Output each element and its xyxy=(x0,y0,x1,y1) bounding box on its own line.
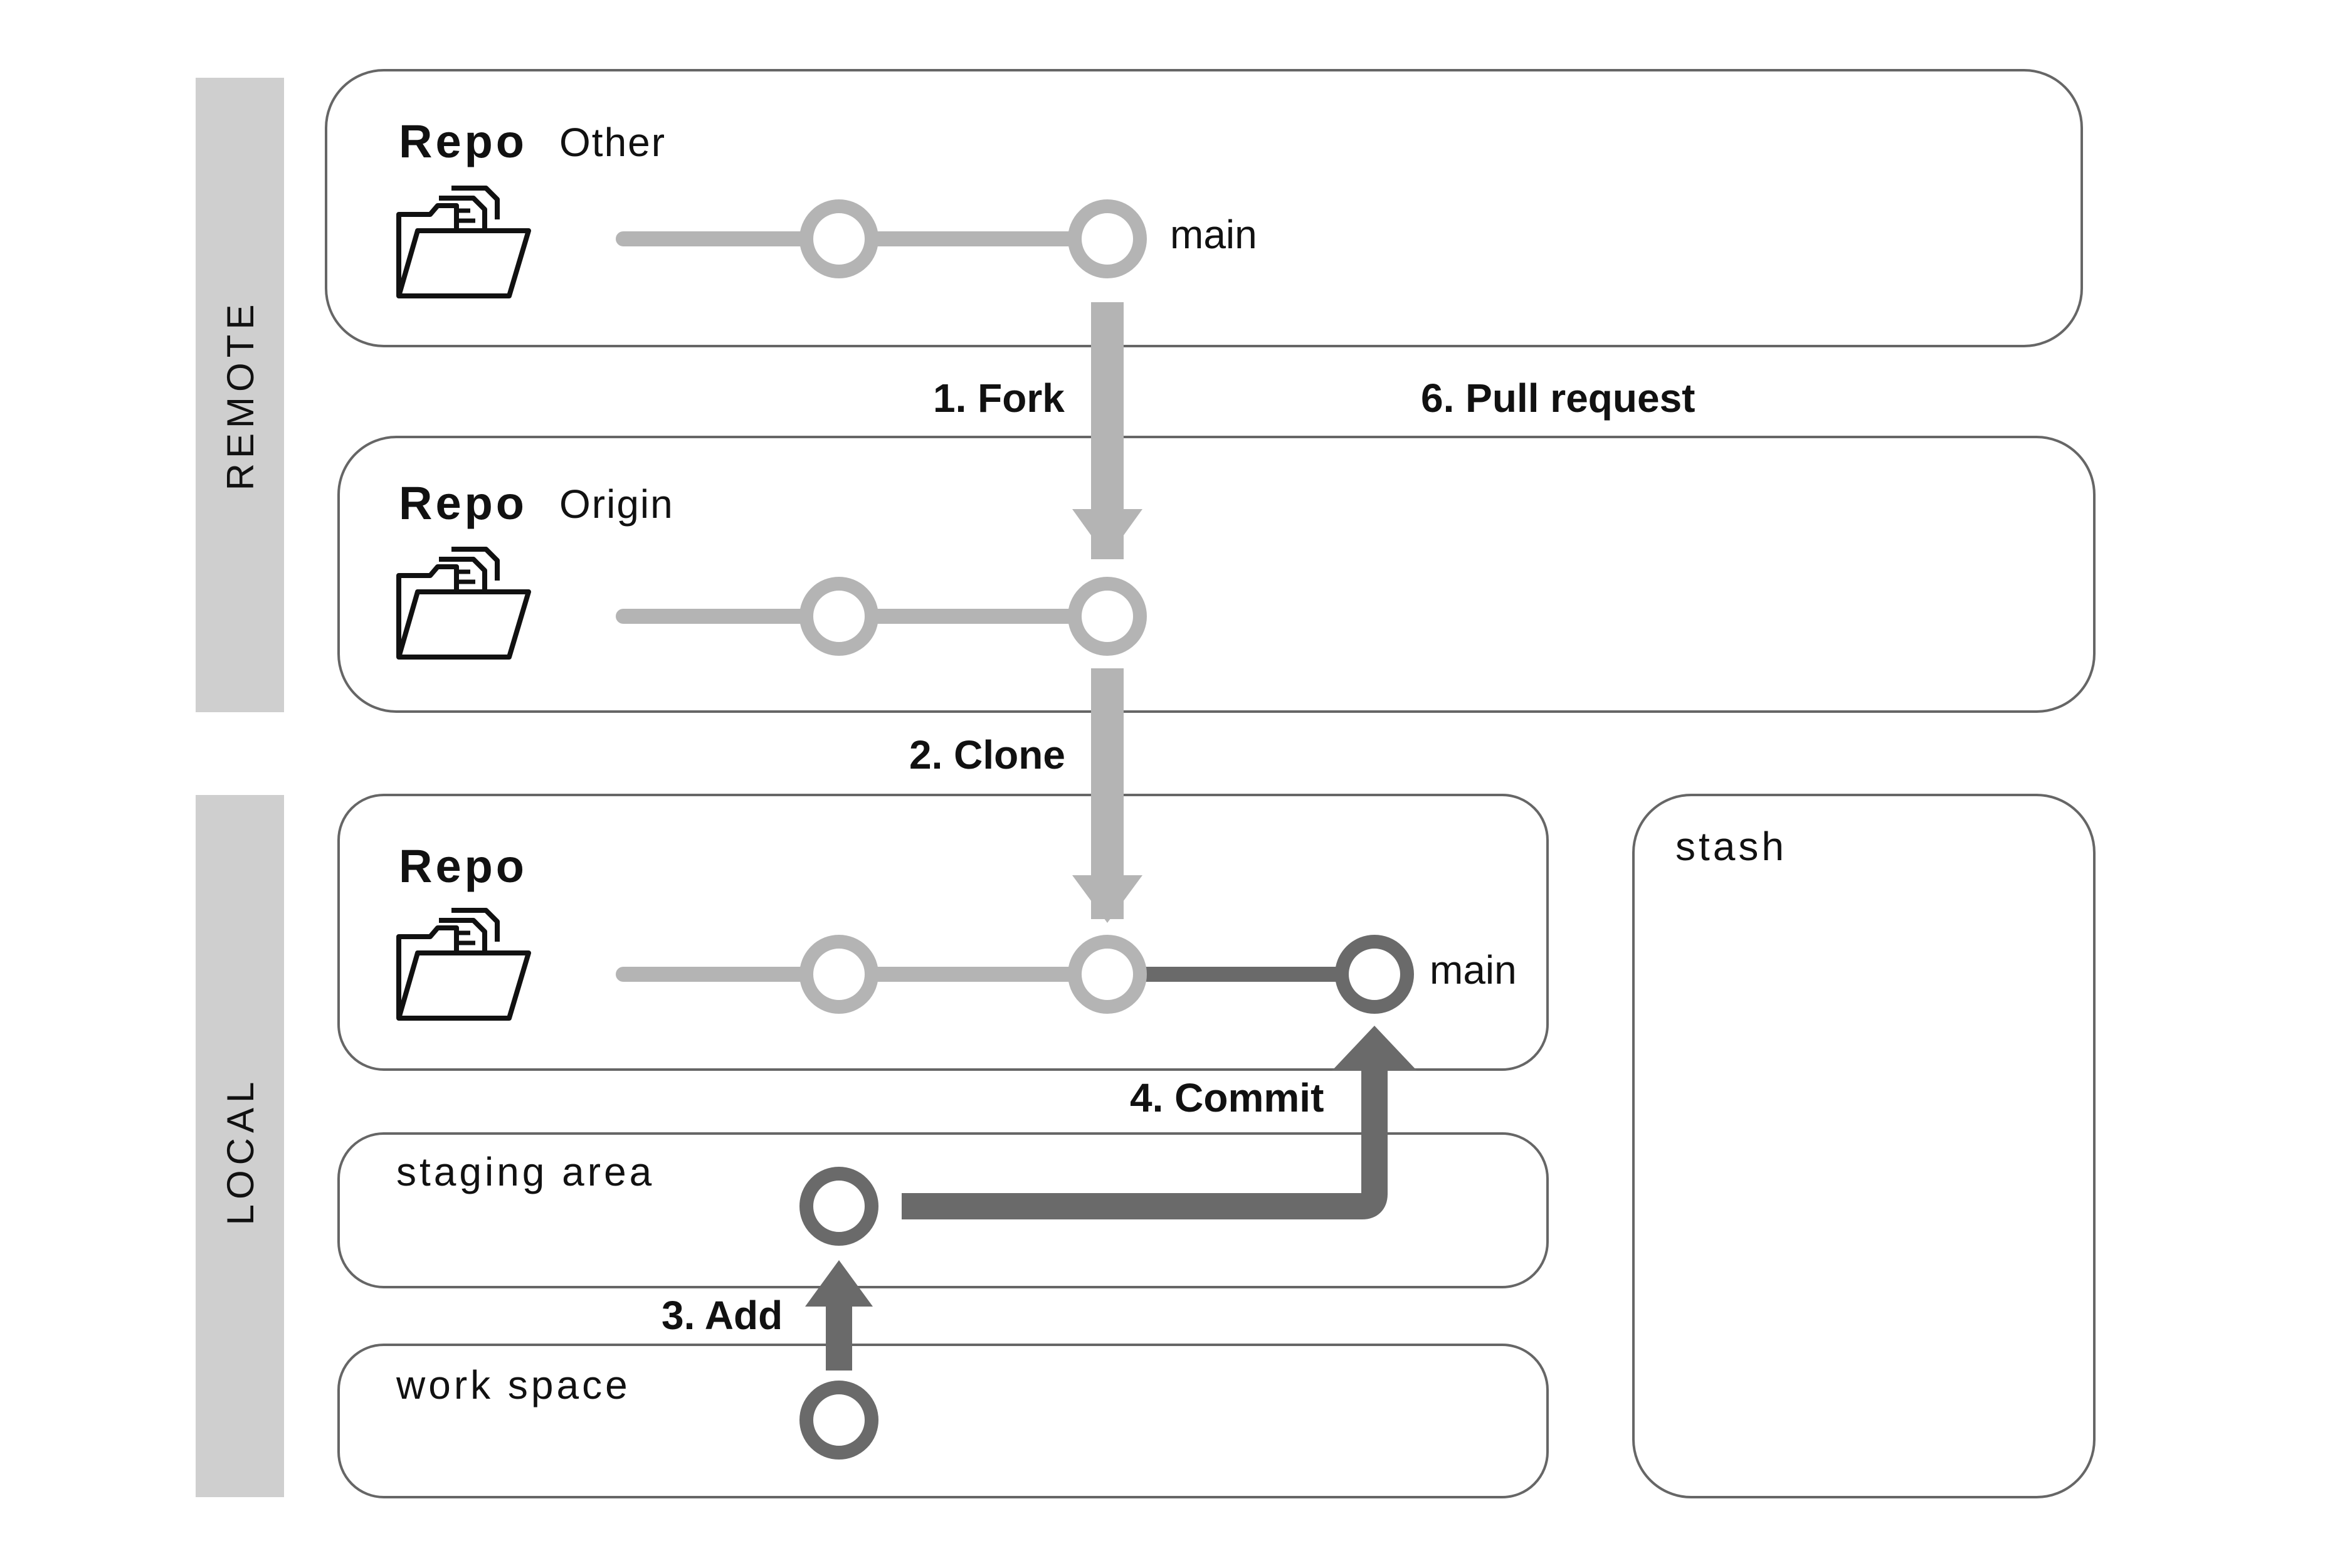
remote-band: REMOTE xyxy=(196,78,284,712)
add-step-label: 3. Add xyxy=(662,1293,783,1338)
repo-local-box xyxy=(337,794,1549,1071)
stash-label: stash xyxy=(1675,824,1787,869)
work-space-label: work space xyxy=(396,1362,631,1408)
repo-local-title: Repo xyxy=(399,840,527,892)
local-branch-label: main xyxy=(1430,947,1517,992)
clone-step-label: 2. Clone xyxy=(909,732,1065,777)
other-branch-label: main xyxy=(1170,212,1257,257)
add-arrow xyxy=(805,1260,873,1371)
origin-commit-2 xyxy=(1068,577,1147,656)
workspace-change xyxy=(799,1381,878,1460)
fork-step-label: 1. Fork xyxy=(933,376,1065,421)
local-band-label: LOCAL xyxy=(219,1077,261,1226)
pull-request-step-label: 6. Pull request xyxy=(1421,376,1695,421)
fork-arrow xyxy=(1072,302,1142,559)
staging-area-label: staging area xyxy=(396,1149,655,1194)
local-commit-2 xyxy=(1068,935,1147,1014)
repo-other-box xyxy=(325,69,2083,347)
clone-arrow xyxy=(1072,668,1142,923)
work-space-box xyxy=(337,1344,1549,1498)
local-commit-new xyxy=(1335,935,1414,1014)
repo-other-title: Repo xyxy=(399,115,527,167)
local-band: LOCAL xyxy=(196,795,284,1497)
repo-origin-box xyxy=(337,436,2096,713)
commit-step-label: 4. Commit xyxy=(1130,1075,1324,1120)
remote-band-label: REMOTE xyxy=(219,300,261,491)
other-commit-1 xyxy=(799,199,878,278)
repo-origin-title: Repo xyxy=(399,477,527,529)
repo-other-name: Other xyxy=(559,120,666,165)
repo-origin-name: Origin xyxy=(559,481,674,527)
local-commit-1 xyxy=(799,935,878,1014)
other-commit-2 xyxy=(1068,199,1147,278)
stash-box xyxy=(1632,794,2096,1498)
origin-commit-1 xyxy=(799,577,878,656)
commit-arrow xyxy=(902,1026,1417,1219)
staging-commit xyxy=(799,1167,878,1246)
